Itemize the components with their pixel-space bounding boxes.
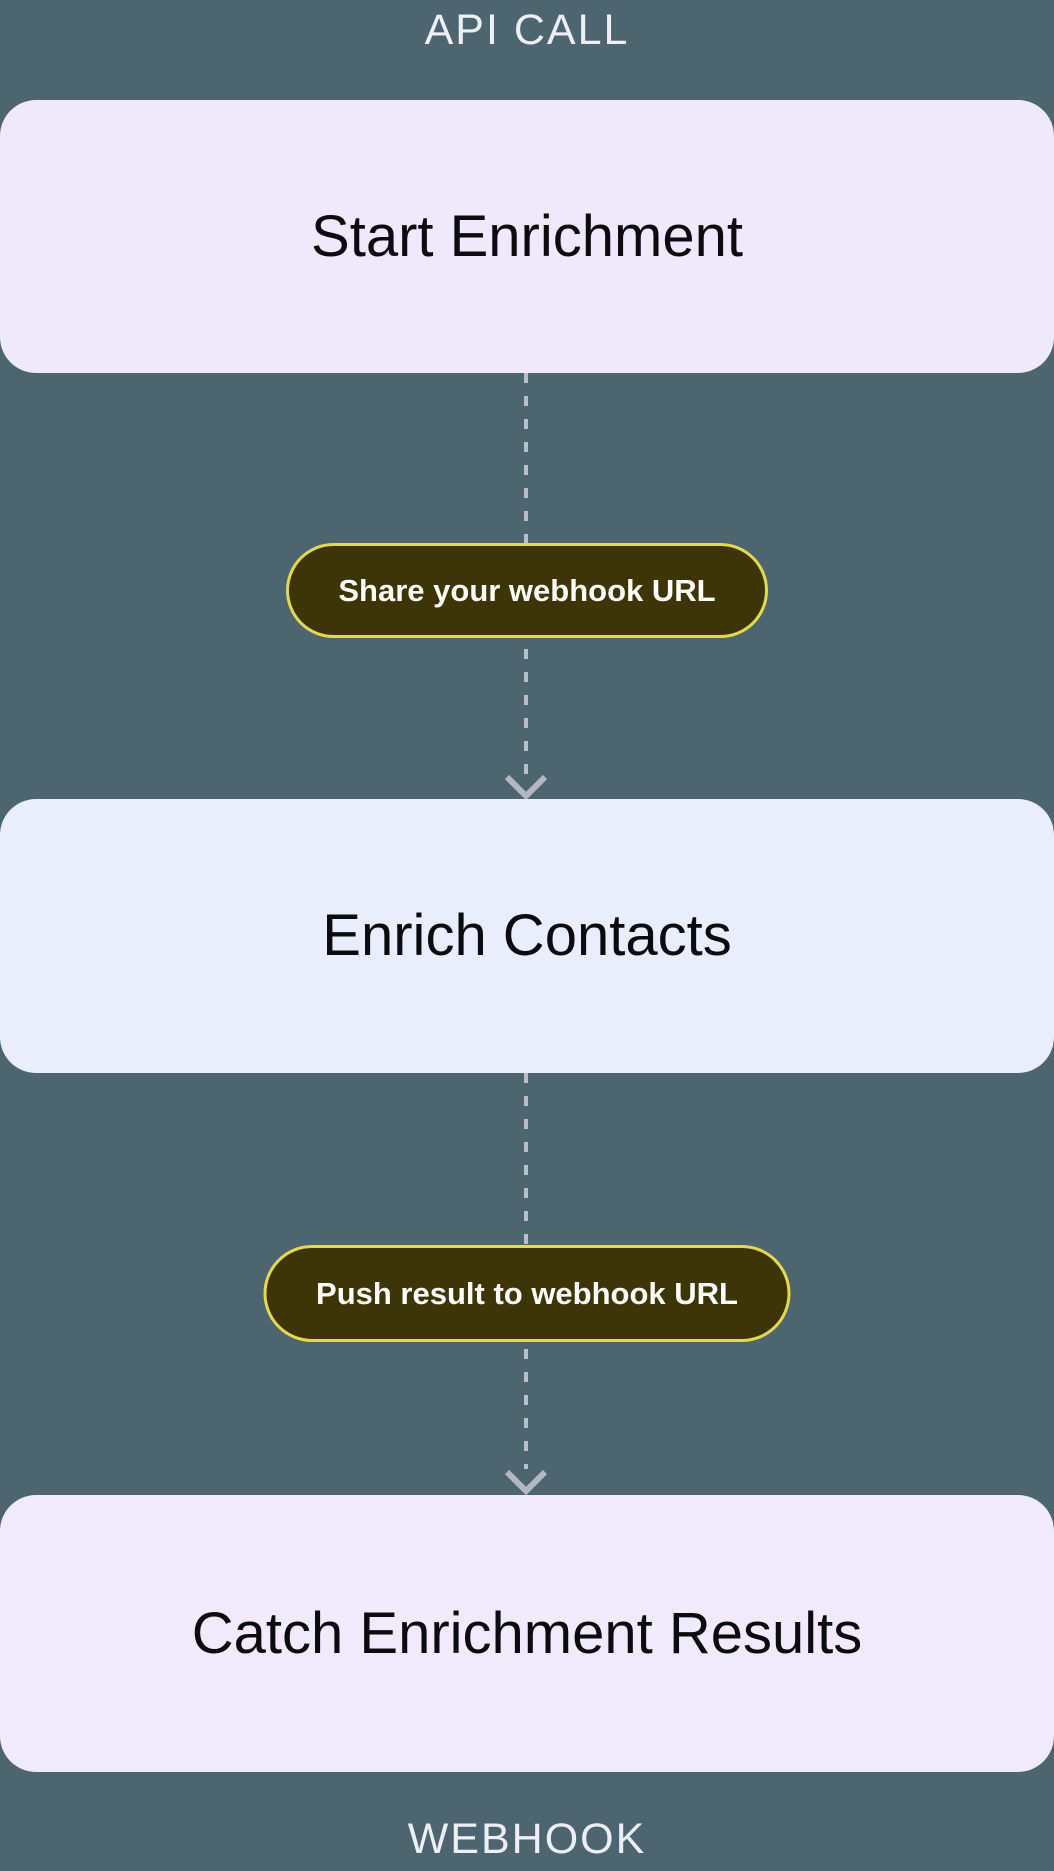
- connector-label-push-result-webhook-url: Push result to webhook URL: [263, 1245, 791, 1342]
- webhook-label: WEBHOOK: [407, 1815, 647, 1863]
- api-call-label: API CALL: [424, 6, 630, 54]
- arrowhead-down-icon: [504, 774, 548, 800]
- pill-label: Share your webhook URL: [338, 573, 716, 608]
- node-title: Enrich Contacts: [322, 903, 732, 968]
- arrowhead-down-icon: [504, 1469, 548, 1495]
- node-enrich-contacts: Enrich Contacts: [0, 799, 1054, 1073]
- node-catch-enrichment-results: Catch Enrichment Results: [0, 1495, 1054, 1772]
- node-start-enrichment: Start Enrichment: [0, 100, 1054, 373]
- node-title: Start Enrichment: [311, 203, 743, 269]
- pill-label: Push result to webhook URL: [316, 1276, 738, 1311]
- node-title: Catch Enrichment Results: [191, 1600, 863, 1666]
- connector-label-share-webhook-url: Share your webhook URL: [286, 543, 768, 638]
